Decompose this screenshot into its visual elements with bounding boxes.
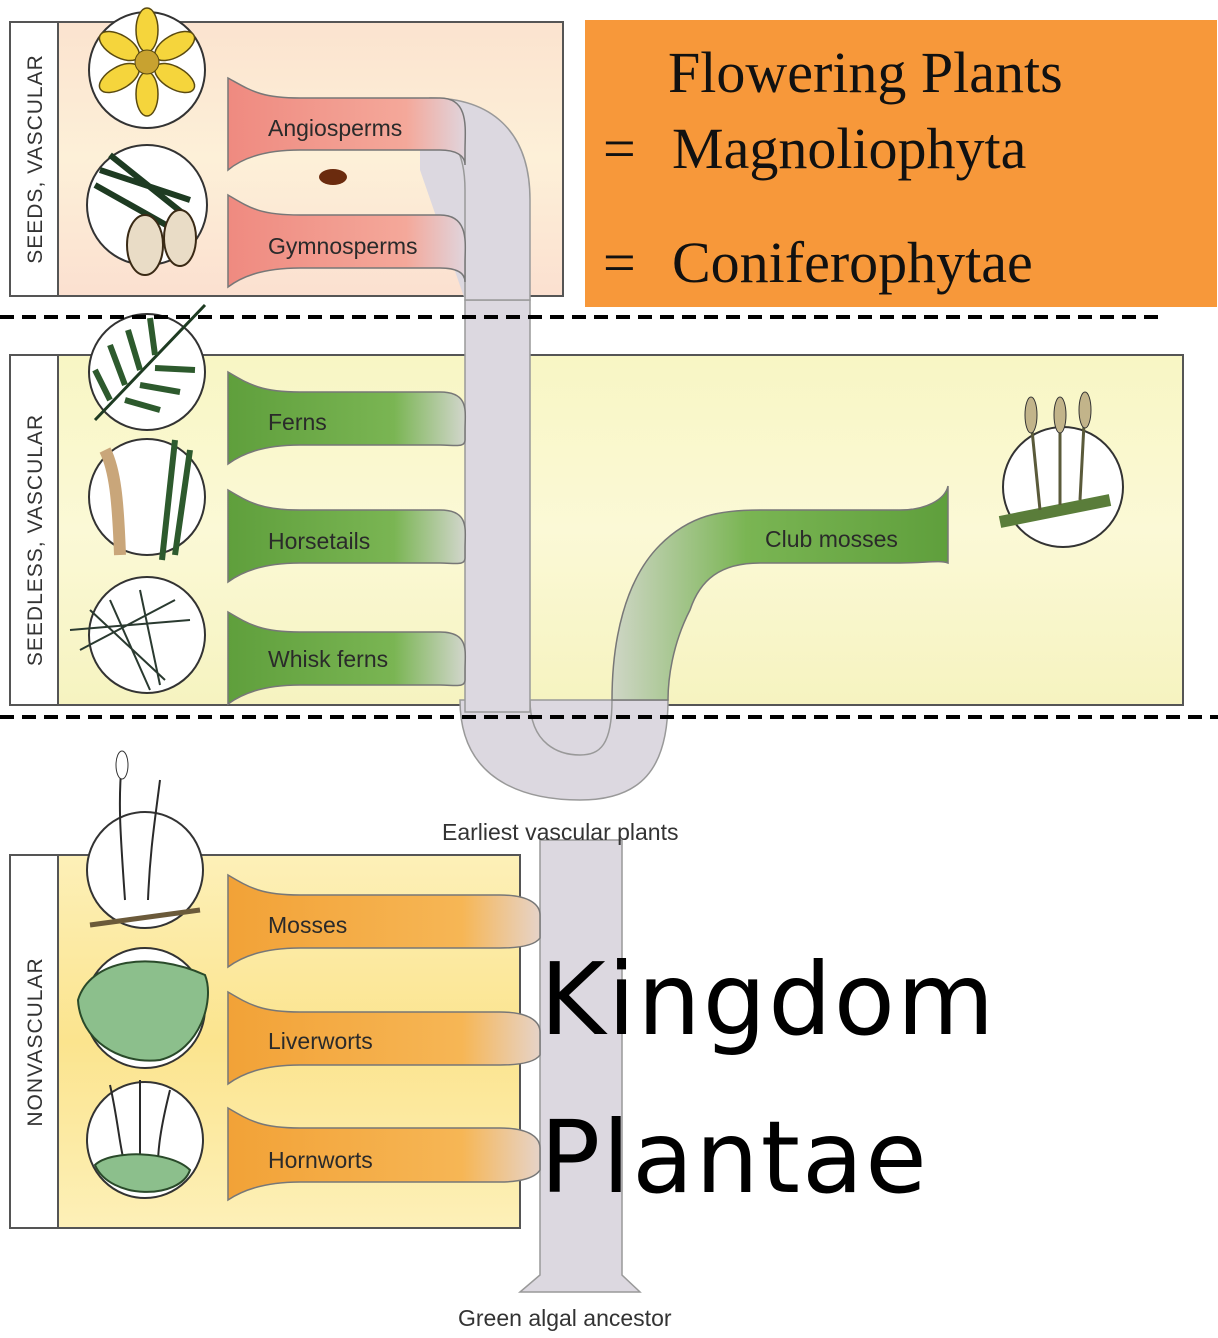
hornwort-illustration <box>87 1080 203 1198</box>
label-whisk-ferns: Whisk ferns <box>268 646 388 672</box>
info-line-flowering-plants: Flowering Plants <box>668 44 1063 102</box>
label-hornworts: Hornworts <box>268 1147 373 1173</box>
info-line-coniferophytae: Coniferophytae <box>672 234 1033 292</box>
title-plantae: Plantae <box>540 1108 929 1208</box>
label-earliest-vascular: Earliest vascular plants <box>442 819 679 845</box>
group-label-seeds: SEEDS, VASCULAR <box>24 54 47 264</box>
title-kingdom: Kingdom <box>540 950 996 1050</box>
info-equals-2: = <box>603 234 636 292</box>
label-liverworts: Liverworts <box>268 1028 373 1054</box>
info-line-magnoliophyta: Magnoliophyta <box>672 120 1026 178</box>
info-equals-1: = <box>603 120 636 178</box>
label-club-mosses: Club mosses <box>765 526 898 552</box>
info-box: Flowering Plants = Magnoliophyta = Conif… <box>585 20 1217 307</box>
label-mosses: Mosses <box>268 912 347 938</box>
group-label-nonvascular: NONVASCULAR <box>24 957 47 1126</box>
label-angiosperms: Angiosperms <box>268 115 402 141</box>
speck-mark <box>319 169 347 185</box>
label-ferns: Ferns <box>268 409 327 435</box>
label-horsetails: Horsetails <box>268 528 370 554</box>
label-green-algal: Green algal ancestor <box>458 1305 672 1331</box>
label-gymnosperms: Gymnosperms <box>268 233 418 259</box>
fern-illustration <box>89 305 205 430</box>
group-label-seedless: SEEDLESS, VASCULAR <box>24 414 47 666</box>
moss-illustration <box>87 751 203 928</box>
